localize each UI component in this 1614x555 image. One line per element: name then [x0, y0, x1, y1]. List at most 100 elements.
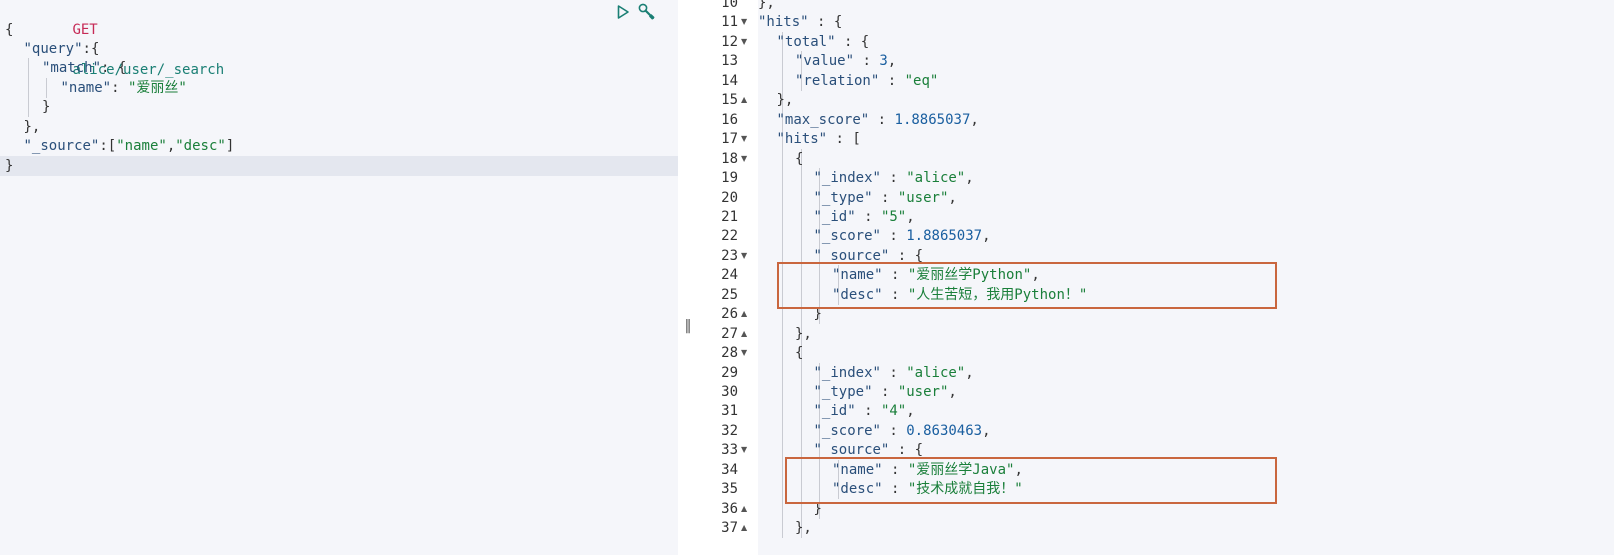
fold-collapse-icon[interactable]: ▼: [741, 17, 748, 27]
response-code: {: [795, 149, 803, 169]
request-line-active[interactable]: }: [0, 155, 678, 176]
fold-collapse-icon[interactable]: ▼: [741, 134, 748, 144]
response-line: 15▲},: [698, 90, 1614, 111]
indent-guide: [46, 77, 47, 98]
indent-guide: [800, 70, 802, 91]
request-code: "match": {: [42, 58, 126, 78]
json-punctuation: ,: [887, 53, 897, 70]
json-punctuation: [898, 170, 906, 186]
fold-placeholder: [741, 265, 753, 285]
json-punctuation: [120, 80, 128, 96]
pane-resize-divider[interactable]: ‖: [678, 0, 698, 555]
response-line: 37▲},: [698, 518, 1614, 539]
fold-collapse-icon[interactable]: ▼: [741, 250, 748, 260]
line-number: 24: [721, 267, 738, 284]
fold-collapse-icon[interactable]: ▼: [741, 445, 748, 455]
fold-expand-icon[interactable]: ▲: [741, 328, 748, 338]
indent-guide: [782, 129, 783, 150]
request-editor[interactable]: GET alice/user/_search {"query":{"match: [0, 0, 678, 555]
json-key: "match": [42, 60, 102, 77]
indent-guide: [782, 206, 783, 227]
response-code: "hits" : [: [777, 129, 861, 149]
json-key: "_id": [813, 403, 856, 420]
indent-guide: [782, 109, 783, 130]
indent-guide: [819, 498, 820, 519]
request-line[interactable]: "name": "爱丽丝": [0, 77, 678, 98]
fold-expand-icon[interactable]: ▲: [741, 503, 748, 513]
response-code: "max_score" : 1.8865037,: [777, 110, 979, 130]
indent-guide: [782, 51, 783, 72]
json-punctuation: },: [776, 92, 794, 109]
indent-guide: [800, 226, 802, 247]
request-line-method[interactable]: GET alice/user/_search: [0, 0, 678, 78]
indent-guide: [782, 401, 783, 422]
json-key: "_index": [813, 364, 881, 381]
request-line[interactable]: }: [0, 97, 678, 118]
indent-guide: [819, 440, 820, 461]
fold-expand-icon[interactable]: ▲: [741, 95, 748, 105]
request-line[interactable]: "_source":["name","desc"]: [0, 136, 678, 156]
json-punctuation: [899, 287, 907, 303]
json-punctuation: :: [880, 364, 898, 381]
indent-guide: [800, 187, 802, 208]
fold-expand-icon[interactable]: ▲: [741, 309, 748, 319]
json-punctuation: [899, 462, 907, 478]
json-punctuation: ,: [965, 170, 974, 187]
response-line: 31"_id" : "4",: [698, 401, 1614, 422]
response-line: 16 "max_score" : 1.8865037,: [698, 109, 1614, 130]
request-code: },: [24, 117, 41, 137]
response-line: 33▼"_source" : {: [698, 440, 1614, 461]
json-punctuation: ,: [948, 384, 957, 400]
request-code: }: [42, 97, 50, 117]
json-punctuation: :: [869, 111, 887, 128]
indent-guide: [819, 479, 820, 500]
request-line[interactable]: "query":{: [0, 39, 678, 59]
line-number: 34: [721, 461, 738, 478]
response-line: 14"relation" : "eq": [698, 70, 1614, 91]
resize-handle-icon[interactable]: ‖: [684, 318, 692, 334]
json-punctuation: [898, 365, 906, 381]
fold-collapse-icon[interactable]: ▼: [741, 348, 748, 358]
json-number: 0.8630463: [906, 422, 983, 439]
indent-guide: [800, 459, 802, 480]
indent-guide: [27, 58, 29, 79]
request-line[interactable]: },: [0, 117, 678, 137]
json-punctuation: ,: [948, 189, 957, 206]
indent-guide: [27, 97, 29, 118]
json-punctuation: :: [889, 442, 907, 459]
fold-collapse-icon[interactable]: ▼: [741, 36, 748, 46]
indent-guide: [837, 284, 839, 305]
fold-collapse-icon[interactable]: ▼: [741, 153, 748, 163]
response-line: 36▲}: [698, 498, 1614, 519]
json-string: "desc": [175, 138, 226, 155]
line-number: 32: [721, 422, 738, 439]
fold-expand-icon[interactable]: ▲: [741, 523, 748, 533]
indent-guide: [800, 284, 802, 305]
response-line: 25"desc" : "人生苦短，我用Python！": [698, 284, 1614, 305]
indent-guide: [837, 459, 839, 480]
request-line[interactable]: {: [0, 20, 678, 40]
json-punctuation: {: [852, 33, 870, 50]
json-punctuation: [873, 209, 881, 225]
line-number: 16: [721, 111, 738, 128]
fold-placeholder: [741, 363, 753, 383]
indent-guide: [800, 245, 802, 266]
response-line: 19"_index" : "alice",: [698, 168, 1614, 189]
json-punctuation: },: [23, 118, 41, 135]
request-path: alice/user/_search: [72, 62, 225, 78]
request-line[interactable]: "match": {: [0, 58, 678, 79]
indent-guide: [819, 245, 820, 266]
json-punctuation: ,: [982, 228, 991, 245]
run-request-button[interactable]: [612, 1, 634, 23]
line-number: 30: [721, 384, 738, 400]
response-line: 11▼"hits" : {: [698, 12, 1614, 32]
fold-placeholder: [741, 226, 753, 246]
fold-placeholder: [741, 479, 753, 499]
response-viewer[interactable]: 10},11▼"hits" : {12▼"total" : {13"value"…: [698, 0, 1614, 555]
line-number: 19: [721, 170, 738, 187]
request-settings-button[interactable]: [636, 1, 658, 23]
fold-placeholder: [741, 188, 753, 208]
indent-guide: [800, 206, 802, 227]
json-string: "人生苦短，我用Python！": [907, 286, 1088, 303]
